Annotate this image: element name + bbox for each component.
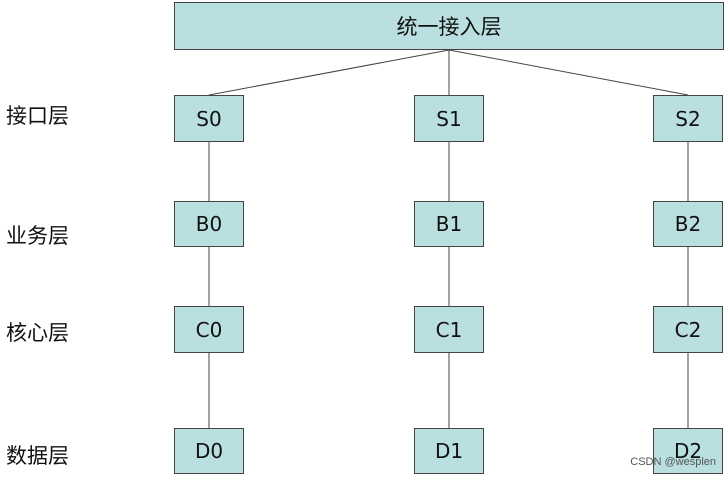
node-b0: B0 [174,201,244,247]
node-b2: B2 [653,201,723,247]
node-s0: S0 [174,95,244,142]
edge-top-s0 [208,49,450,96]
layer-label-interface: 接口层 [6,104,69,128]
node-d1: D1 [414,428,484,474]
unified-access-layer-node: 统一接入层 [174,2,724,50]
layer-label-data: 数据层 [6,444,69,468]
node-c0: C0 [174,306,244,353]
layer-label-business: 业务层 [6,224,69,248]
csdn-watermark: CSDN @wesplen [630,456,716,468]
edge-top-s2 [448,49,689,96]
node-c1: C1 [414,306,484,353]
node-d0: D0 [174,428,244,474]
node-b1: B1 [414,201,484,247]
node-s1: S1 [414,95,484,142]
node-c2: C2 [653,306,723,353]
node-s2: S2 [653,95,723,142]
node-d2: D2 [653,428,723,474]
layer-label-core: 核心层 [6,321,69,345]
